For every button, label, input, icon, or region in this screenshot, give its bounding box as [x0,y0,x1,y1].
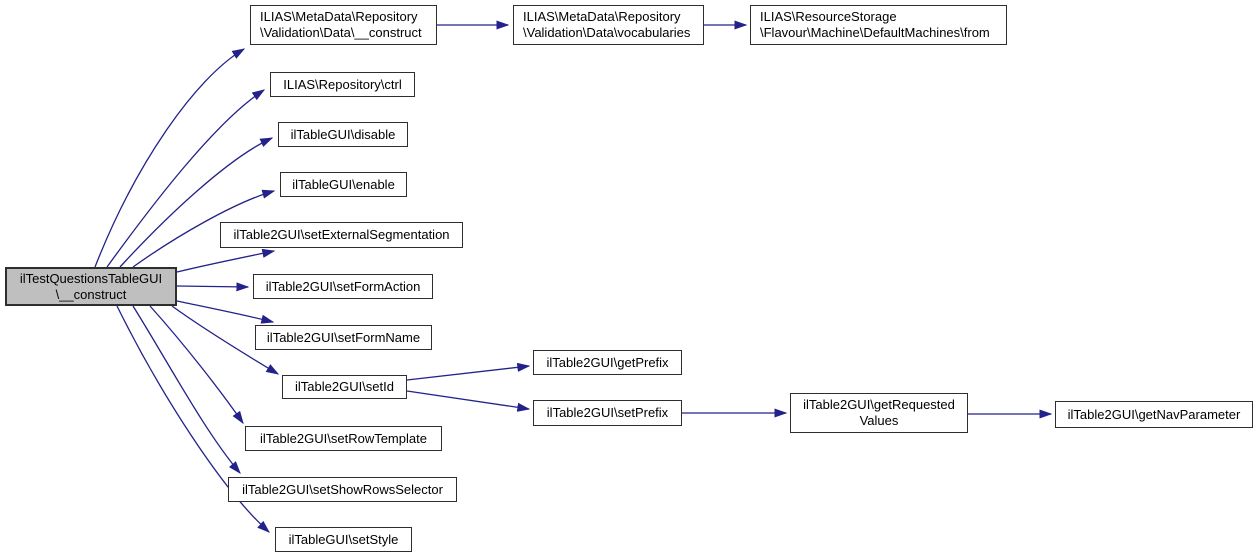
edge-set-id-to-set-prefix [406,390,531,412]
edge-main-to-set-form-name [176,300,275,324]
node-label-line2: Values [859,413,899,428]
node-label: ILIAS\Repository\ctrl [283,76,402,92]
node-set-form-name[interactable]: ilTable2GUI\setFormName [255,325,432,350]
node-resourcestorage-from[interactable]: ILIAS\ResourceStorage \Flavour\Machine\D… [750,5,1007,45]
node-disable[interactable]: ilTableGUI\disable [278,122,408,147]
edge-main-to-set-row-template [149,305,244,425]
edge-main-to-enable [132,189,276,268]
node-label: ilTable2GUI\setPrefix [546,405,669,420]
edge-main-to-set-style [116,305,270,533]
edge-main-to-set-id [171,305,280,375]
node-set-id[interactable]: ilTable2GUI\setId [282,375,407,399]
node-get-nav-parameter[interactable]: ilTable2GUI\getNavParameter [1055,401,1253,428]
node-get-requested-values[interactable]: ilTable2GUI\getRequested Values [790,393,968,433]
node-set-row-template[interactable]: ilTable2GUI\setRowTemplate [245,426,442,451]
node-label-line2: \Validation\Data\vocabularies [523,25,691,40]
node-metadata-construct[interactable]: ILIAS\MetaData\Repository \Validation\Da… [250,5,437,45]
edge-main-to-ctrl [106,89,266,268]
node-set-form-action[interactable]: ilTable2GUI\setFormAction [253,274,433,299]
node-label: ilTable2GUI\setId [295,379,394,394]
edge-set-id-to-get-prefix [406,362,531,381]
node-label-line2: \Validation\Data\__construct [260,25,422,40]
node-set-prefix[interactable]: ilTable2GUI\setPrefix [533,400,682,426]
node-label: ilTable2GUI\setShowRowsSelector [242,481,443,497]
edge-main-to-set-show-rows-selector [132,305,241,474]
node-label: ilTable2GUI\getNavParameter [1067,406,1241,422]
node-label-line1: ilTable2GUI\getRequested [803,397,955,412]
node-ctrl[interactable]: ILIAS\Repository\ctrl [270,72,415,97]
node-set-style[interactable]: ilTableGUI\setStyle [275,527,412,552]
edge-main-to-set-form-action [176,282,250,292]
node-label-line1: ILIAS\ResourceStorage [760,9,897,24]
node-label-line2: \Flavour\Machine\DefaultMachines\from [760,25,990,40]
node-label: ilTable2GUI\getPrefix [546,354,669,370]
node-label-line1: ILIAS\MetaData\Repository [260,9,418,24]
node-label-line1: ilTestQuestionsTableGUI [19,270,163,286]
edge-main-to-set-external-segmentation [176,248,276,273]
node-enable[interactable]: ilTableGUI\enable [280,172,407,197]
node-set-show-rows-selector[interactable]: ilTable2GUI\setShowRowsSelector [228,477,457,502]
edge-main-to-md-construct [94,48,246,268]
node-label: ilTableGUI\disable [290,126,396,142]
node-get-prefix[interactable]: ilTable2GUI\getPrefix [533,350,682,375]
node-label: ilTable2GUI\setFormName [266,329,421,345]
node-label: ilTable2GUI\setRowTemplate [260,430,427,446]
node-label: ilTable2GUI\setFormAction [265,278,421,294]
node-set-external-segmentation[interactable]: ilTable2GUI\setExternalSegmentation [220,222,463,248]
node-label-line1: ILIAS\MetaData\Repository [523,9,681,24]
node-label: ilTableGUI\enable [292,176,395,192]
node-label: ilTableGUI\setStyle [288,531,399,547]
node-metadata-vocabularies[interactable]: ILIAS\MetaData\Repository \Validation\Da… [513,5,704,45]
node-label: ilTable2GUI\setExternalSegmentation [233,227,450,242]
edge-main-to-disable [119,137,274,268]
node-main-construct: ilTestQuestionsTableGUI \__construct [5,267,177,306]
node-label-line2: \__construct [55,286,127,302]
